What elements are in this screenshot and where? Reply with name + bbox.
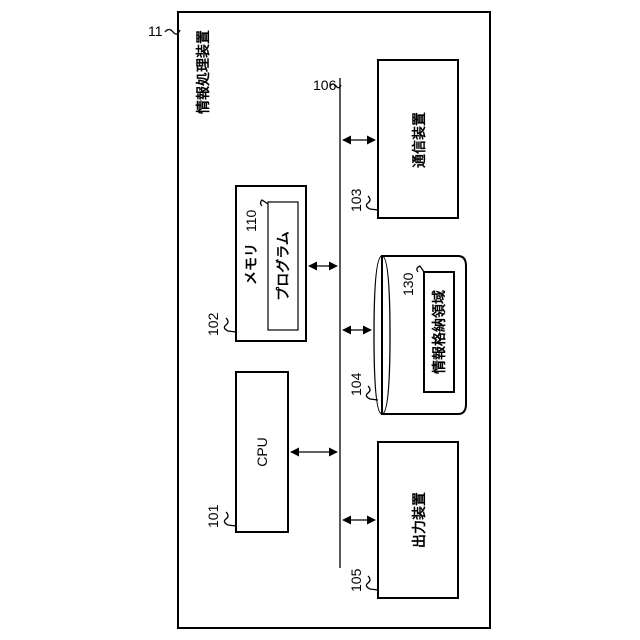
cpu-ref-label: 101 bbox=[205, 504, 221, 528]
communication-ref-label: 103 bbox=[348, 188, 364, 212]
output-ref-label: 105 bbox=[348, 568, 364, 592]
storage-ref-label: 104 bbox=[348, 372, 364, 396]
device-ref-label: 11 bbox=[148, 23, 163, 39]
output-label: 出力装置 bbox=[411, 492, 428, 548]
memory-label: メモリ bbox=[244, 243, 260, 285]
memory-ref-label: 102 bbox=[205, 312, 221, 336]
program-ref-label: 110 bbox=[243, 209, 259, 232]
storage-area-label: 情報格納領域 bbox=[431, 290, 448, 374]
bus-ref-label: 106 bbox=[313, 77, 337, 93]
device-title: 情報処理装置 bbox=[195, 30, 212, 114]
communication-label: 通信装置 bbox=[411, 112, 428, 168]
storage-area-ref-label: 130 bbox=[400, 272, 416, 296]
cpu-label: CPU bbox=[254, 437, 270, 467]
program-label: プログラム bbox=[275, 231, 292, 301]
